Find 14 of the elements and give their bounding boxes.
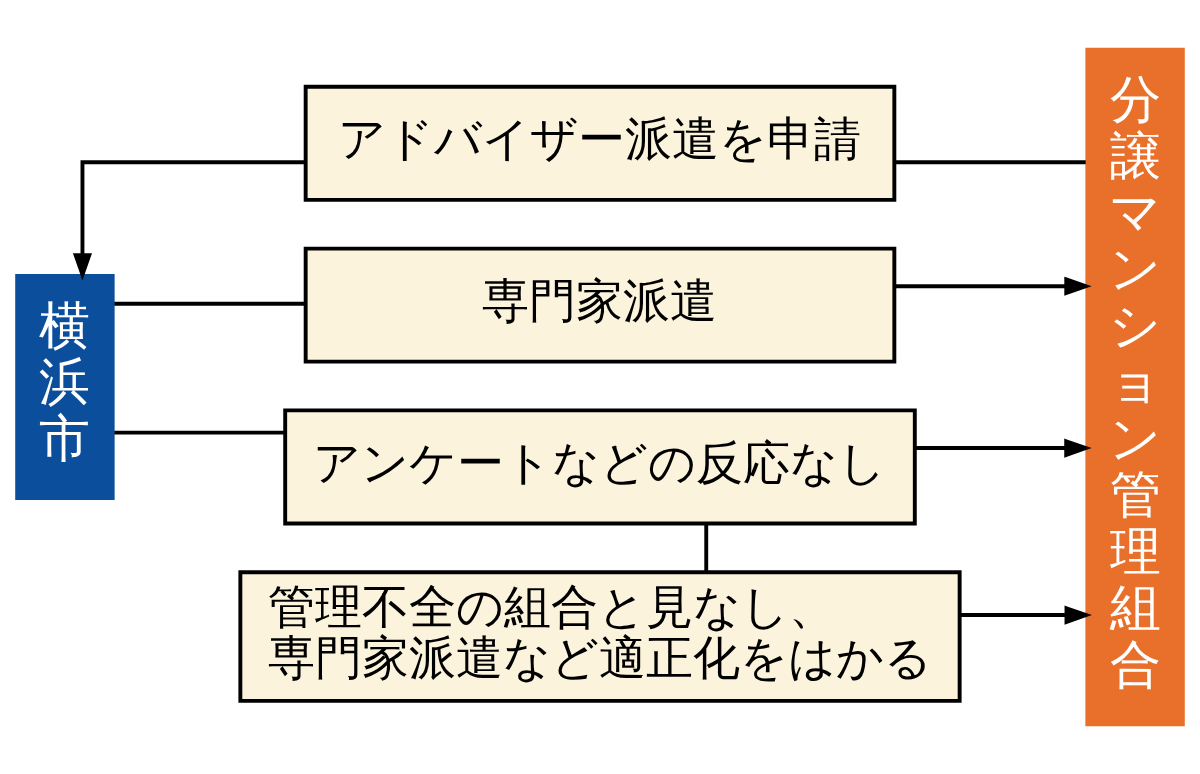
- connector: [704, 524, 709, 573]
- node-box: アドバイザー派遣を申請: [303, 84, 897, 202]
- node-box: 管理不全の組合と見なし、専門家派遣など適正化をはかる: [238, 570, 962, 703]
- node-box: 分譲マンション管理組合: [1085, 47, 1185, 727]
- connector: [114, 430, 285, 435]
- arrow: [959, 605, 1092, 625]
- arrow: [894, 276, 1092, 296]
- node-box: アンケートなどの反応なし: [283, 408, 917, 526]
- connector: [894, 160, 1086, 165]
- node-box: 横浜市: [15, 273, 115, 501]
- node-box: 専門家派遣: [303, 246, 897, 364]
- connector: [114, 301, 306, 306]
- arrow: [72, 160, 305, 281]
- arrow: [915, 438, 1092, 458]
